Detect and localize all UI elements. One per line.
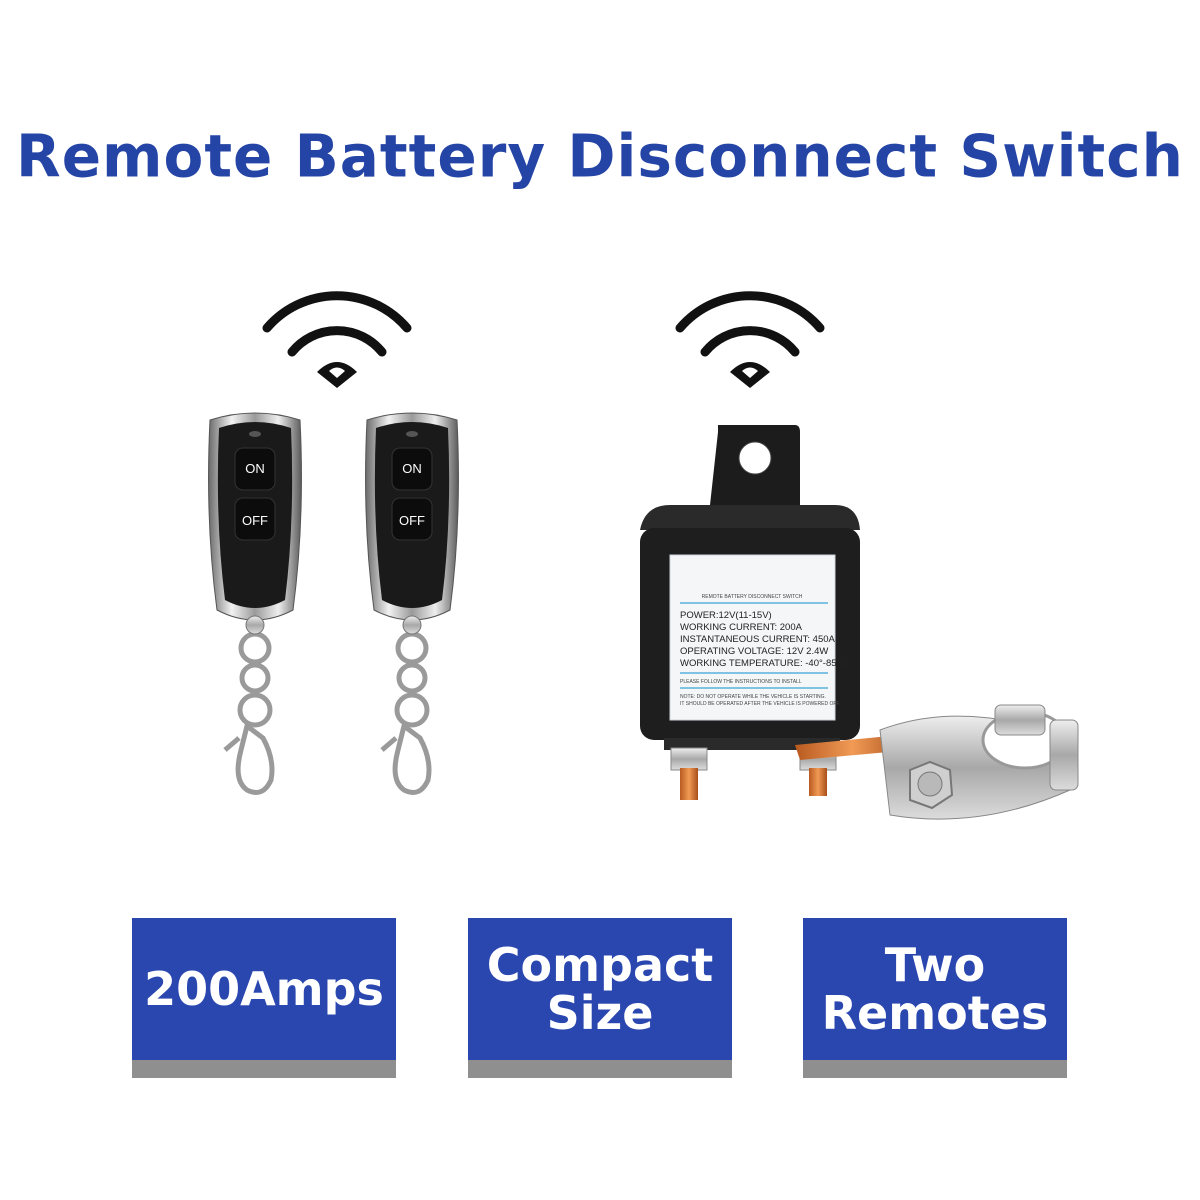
wifi-icon-left [262,291,412,388]
remote-1-on-label: ON [245,461,265,476]
badge-3-line-1: Two [884,938,986,992]
feature-badge-compact-size: Compact Size [468,918,732,1078]
switch-label-note-1: NOTE: DO NOT OPERATE WHILE THE VEHICLE I… [680,694,826,700]
wifi-icon-right [675,291,825,388]
remote-1-off-label: OFF [242,513,268,528]
battery-clamp [879,704,1079,820]
feature-badge-200amps: 200Amps [132,918,396,1078]
badge-1-shadow [132,1060,396,1078]
spec-power: POWER:12V(11-15V) [680,610,772,621]
feature-badge-two-remotes: Two Remotes [803,918,1067,1078]
remote-2-on-label: ON [402,461,422,476]
spec-working-temperature: WORKING TEMPERATURE: -40°-85°C [680,658,847,669]
switch-label-note-2: IT SHOULD BE OPERATED AFTER THE VEHICLE … [680,701,840,707]
switch-label-header: REMOTE BATTERY DISCONNECT SWITCH [702,594,803,600]
badge-1-line-1: 200Amps [144,962,384,1016]
keychain-1 [223,631,275,795]
remote-2-off-label: OFF [399,513,425,528]
page-title: Remote Battery Disconnect Switch [16,121,1184,191]
terminal-left [670,747,708,800]
spec-operating-voltage: OPERATING VOLTAGE: 12V 2.4W [680,646,828,657]
spec-instantaneous-current: INSTANTANEOUS CURRENT: 450A [680,634,836,645]
switch-label-instructions: PLEASE FOLLOW THE INSTRUCTIONS TO INSTAL… [680,679,802,685]
badge-2-line-2: Size [546,986,654,1040]
spec-working-current: WORKING CURRENT: 200A [680,622,803,633]
badge-2-line-1: Compact [486,938,714,992]
keychain-2 [380,631,432,795]
remote-control-1: ON OFF [208,412,302,795]
battery-disconnect-switch: REMOTE BATTERY DISCONNECT SWITCH POWER:1… [640,425,1079,820]
badge-3-line-2: Remotes [821,986,1049,1040]
badge-3-shadow [803,1060,1067,1078]
badge-2-shadow [468,1060,732,1078]
product-scene: ON OFF ON OFF REMOTE BATTERY DISCO [208,291,1079,820]
remote-control-2: ON OFF [365,412,459,795]
